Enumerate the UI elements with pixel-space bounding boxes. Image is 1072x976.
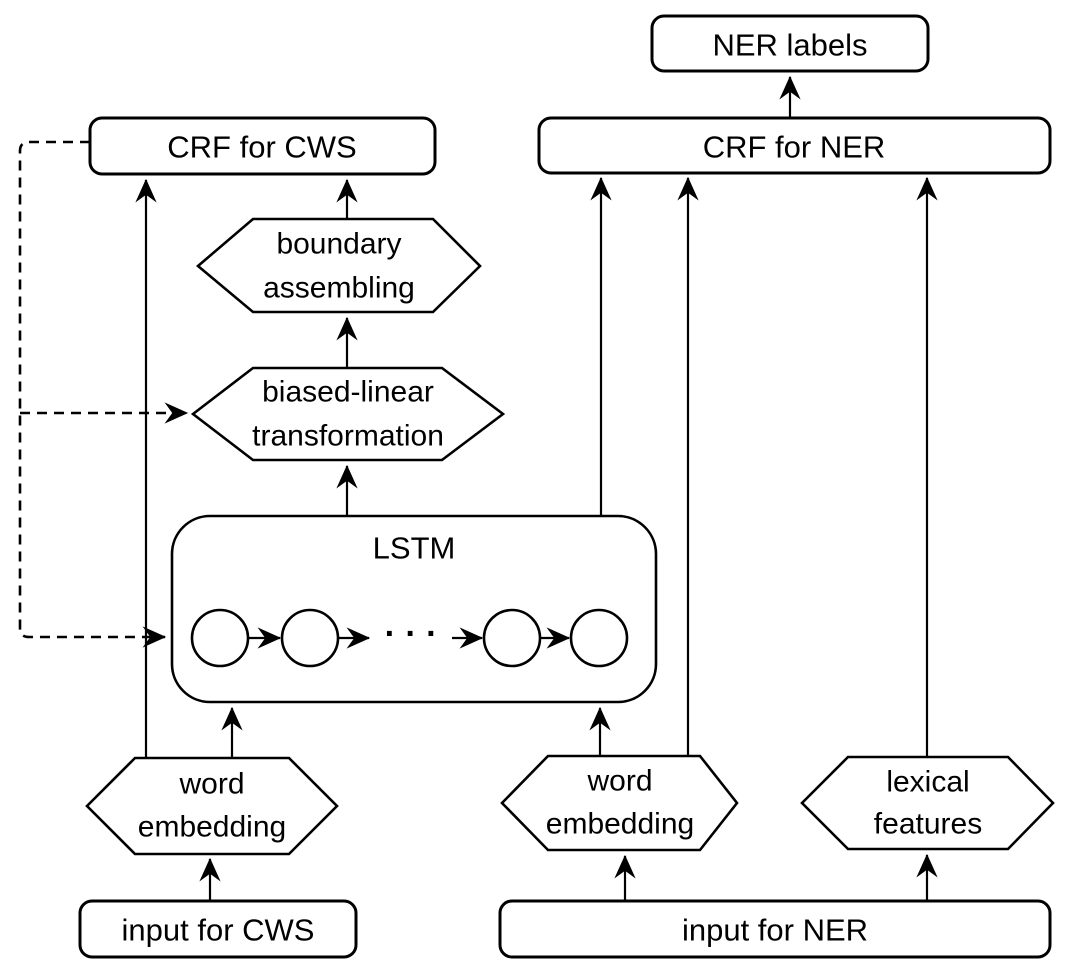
biased-linear-line1: biased-linear — [262, 376, 434, 409]
crf-for-cws-box — [88, 116, 437, 176]
input-for-ner-label: input for NER — [682, 913, 868, 948]
input-for-cws-label: input for CWS — [122, 913, 315, 948]
word-embedding-cws-line2: embedding — [138, 811, 286, 844]
lstm-cell-1 — [190, 608, 250, 668]
ner-labels-box — [650, 14, 930, 73]
boundary-assembling-hexagon — [195, 217, 482, 314]
lexical-features-hexagon — [800, 755, 1055, 851]
ner-labels-label: NER labels — [712, 28, 867, 63]
lstm-label: LSTM — [373, 531, 456, 566]
lexical-features-line2: features — [874, 808, 982, 841]
word-embedding-ner-line1: word — [586, 765, 652, 798]
crf-for-ner-label: CRF for NER — [703, 130, 886, 165]
word-embedding-cws-hexagon — [85, 756, 339, 856]
word-embedding-cws-line1: word — [178, 768, 244, 801]
crf-for-cws-label: CRF for CWS — [167, 130, 356, 165]
boundary-assembling-line2: assembling — [263, 272, 415, 305]
biased-linear-hexagon — [190, 366, 506, 462]
lstm-ellipsis: · · · — [385, 615, 438, 653]
word-embedding-ner-hexagon — [500, 754, 739, 852]
input-for-cws-box — [78, 899, 358, 959]
lstm-cell-3 — [482, 608, 542, 668]
word-embedding-ner-line2: embedding — [546, 808, 694, 841]
lstm-cell-4 — [569, 608, 629, 668]
lstm-cell-2 — [280, 608, 340, 668]
dashed-edge-crfcws-to-lstm — [18, 140, 167, 648]
biased-linear-line2: transformation — [252, 420, 444, 453]
input-for-ner-box — [498, 899, 1052, 959]
crf-for-ner-box — [537, 116, 1052, 175]
boundary-assembling-line1: boundary — [276, 228, 401, 261]
lexical-features-line1: lexical — [886, 766, 969, 799]
